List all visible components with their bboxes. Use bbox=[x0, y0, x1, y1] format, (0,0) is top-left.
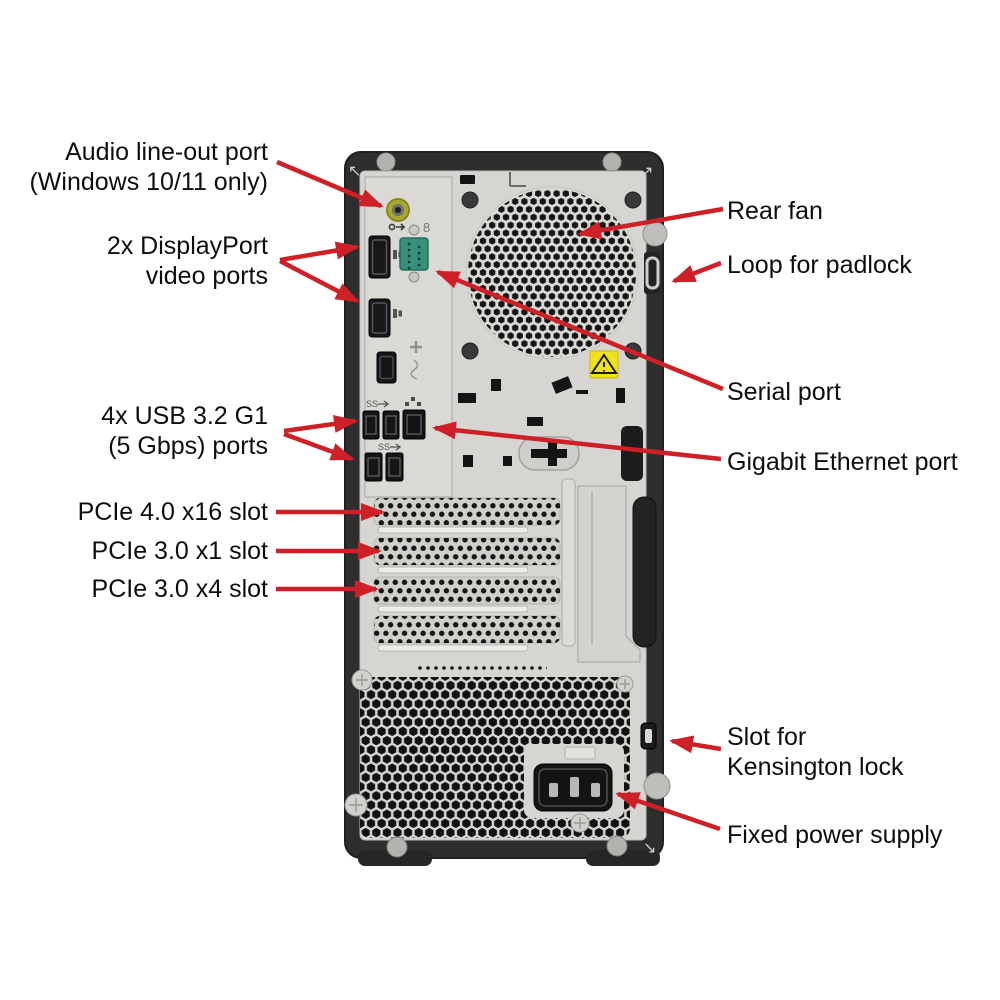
pcie-slot-cover-4 bbox=[374, 616, 560, 643]
callout-text: Fixed power supply bbox=[727, 821, 943, 849]
thumbscrew-bottom bbox=[643, 772, 671, 800]
tower-chassis: ↖ ↗ ↘ bbox=[344, 151, 671, 866]
top-screw-right bbox=[602, 152, 622, 172]
callout-pcie-x1: PCIe 3.0 x1 slot bbox=[92, 536, 268, 566]
hdmi-port bbox=[376, 351, 397, 384]
callout-ethernet-port: Gigabit Ethernet port bbox=[727, 447, 958, 477]
pcie-x16-slot-cover bbox=[374, 498, 560, 525]
serial-port-marking: 8 bbox=[423, 220, 430, 235]
pcie-x4-slot-cover bbox=[374, 577, 560, 604]
panel-screws bbox=[344, 669, 634, 833]
callout-text: Gigabit Ethernet port bbox=[727, 448, 958, 476]
top-screw-left bbox=[376, 152, 396, 172]
callout-text: Kensington lock bbox=[727, 753, 904, 781]
line-out-icon bbox=[388, 223, 406, 231]
etched-mark bbox=[509, 172, 526, 187]
callout-text: PCIe 3.0 x4 slot bbox=[91, 575, 268, 603]
pcie-x1-slot-cover bbox=[374, 538, 560, 565]
fan-screw bbox=[624, 191, 642, 209]
arrow-displayport-1 bbox=[279, 241, 360, 263]
power-inlet bbox=[524, 744, 624, 818]
fan-screw bbox=[461, 191, 479, 209]
callout-text: (5 Gbps) ports bbox=[108, 432, 268, 460]
callout-rear-fan: Rear fan bbox=[727, 196, 823, 226]
callout-kensington-slot: Slot for Kensington lock bbox=[727, 722, 904, 782]
unlock-arrow-icon: ↗ bbox=[640, 164, 653, 181]
arrow-serial bbox=[435, 269, 724, 392]
arrow-audio bbox=[276, 159, 384, 209]
callout-text: Audio line-out port bbox=[65, 138, 268, 166]
callout-power-supply: Fixed power supply bbox=[727, 820, 942, 850]
callout-text: Rear fan bbox=[727, 197, 823, 225]
chassis-foot-left bbox=[358, 850, 432, 866]
cable-icon bbox=[410, 359, 419, 380]
chassis-foot-right bbox=[586, 850, 660, 866]
callout-padlock-loop: Loop for padlock bbox=[727, 250, 912, 280]
cable-latch bbox=[621, 426, 643, 481]
callout-text: (Windows 10/11 only) bbox=[29, 168, 268, 196]
arrow-usb-row-1 bbox=[283, 415, 358, 434]
callout-pcie-x16: PCIe 4.0 x16 slot bbox=[78, 497, 268, 527]
arrow-ethernet bbox=[432, 421, 722, 462]
network-icon bbox=[405, 397, 421, 406]
arrow-usb-row-2 bbox=[283, 431, 355, 462]
usb-ss-arrow-icon bbox=[378, 400, 390, 408]
panel-cutouts bbox=[458, 175, 625, 467]
arrow-power bbox=[615, 791, 721, 832]
arrow-kensington bbox=[669, 735, 722, 754]
knockout-plate bbox=[518, 436, 580, 471]
unlock-arrow-icon: ↘ bbox=[643, 840, 656, 857]
audio-line-out-port bbox=[386, 198, 410, 231]
ethernet-port bbox=[402, 397, 426, 440]
displayport-2 bbox=[368, 298, 402, 338]
bottom-screw-left bbox=[386, 836, 408, 858]
callout-text: PCIe 4.0 x16 slot bbox=[77, 498, 268, 526]
unlock-arrow-icon: ↖ bbox=[348, 163, 361, 180]
thumbscrew-top bbox=[642, 221, 668, 247]
kensington-slot bbox=[640, 722, 657, 750]
arrow-displayport-2 bbox=[278, 259, 360, 303]
callout-text: Slot for bbox=[727, 723, 807, 751]
padlock-loop bbox=[644, 252, 660, 294]
callout-arrows bbox=[276, 159, 724, 832]
callout-displayport: 2x DisplayPort video ports bbox=[107, 231, 268, 291]
callout-text: Serial port bbox=[727, 378, 841, 406]
bottom-screw-right bbox=[606, 835, 628, 857]
callout-text: PCIe 3.0 x1 slot bbox=[91, 537, 268, 565]
arrow-fan bbox=[577, 206, 724, 240]
callout-text: Loop for padlock bbox=[727, 251, 912, 279]
card-retention-bracket bbox=[561, 478, 657, 663]
usb-row-2: SS bbox=[364, 442, 404, 482]
usb-ss-marking: SS bbox=[366, 399, 378, 409]
serial-port: 8 bbox=[399, 220, 430, 283]
usb-row-1: SS bbox=[362, 399, 400, 440]
warning-sticker bbox=[589, 350, 619, 379]
plus-marking bbox=[410, 341, 422, 353]
callout-text: 2x DisplayPort bbox=[106, 232, 268, 260]
usb-ss-arrow-icon bbox=[390, 443, 402, 451]
callout-audio-line-out: Audio line-out port (Windows 10/11 only) bbox=[29, 137, 268, 197]
pcie-slot-covers bbox=[373, 497, 561, 652]
vent-strip bbox=[417, 663, 547, 674]
arrow-padlock bbox=[671, 260, 722, 284]
displayport-icon bbox=[393, 309, 402, 318]
fan-screw bbox=[461, 342, 479, 360]
bracket-latch bbox=[632, 496, 657, 648]
callout-text: 4x USB 3.2 G1 bbox=[101, 402, 268, 430]
usb-ss-marking: SS bbox=[378, 442, 390, 452]
callout-serial-port: Serial port bbox=[727, 377, 841, 407]
callout-pcie-x4: PCIe 3.0 x4 slot bbox=[92, 574, 268, 604]
callout-usb: 4x USB 3.2 G1 (5 Gbps) ports bbox=[101, 401, 268, 461]
callout-text: video ports bbox=[145, 262, 268, 290]
